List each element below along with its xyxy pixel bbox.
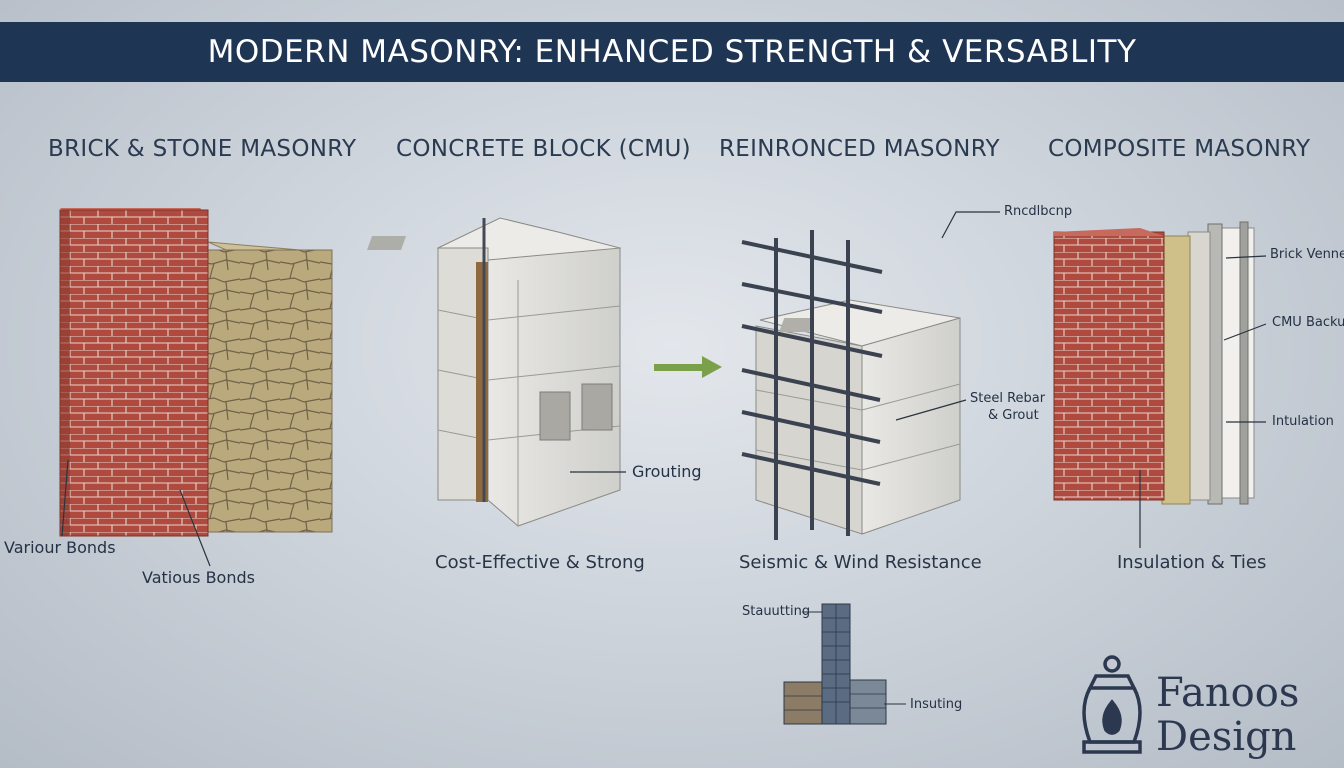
heading-composite: COMPOSITE MASONRY	[1048, 136, 1311, 162]
label-grout: & Grout	[988, 408, 1039, 423]
label-brick-veneer: Brick Venne	[1270, 247, 1344, 262]
rebar-grid	[741, 230, 883, 540]
label-reinforcement: Rncdlbcnp	[1004, 204, 1073, 219]
lantern-icon	[1082, 655, 1142, 754]
heading-reinforced: REINRONCED MASONRY	[719, 136, 1000, 162]
title-banner: MODERN MASONRY: ENHANCED STRENGTH & VERS…	[0, 22, 1344, 82]
label-building-bottom: Insuting	[910, 697, 963, 712]
label-various-bonds-1: Variour Bonds	[4, 538, 116, 557]
caption-composite: Insulation & Ties	[1117, 552, 1267, 573]
label-steel-rebar: Steel Rebar	[970, 391, 1046, 406]
building-illustration	[783, 603, 887, 725]
cmu-stack	[367, 217, 622, 527]
logo-line-2: Design	[1156, 714, 1297, 760]
arrow-right-icon	[654, 356, 722, 378]
heading-concrete-block: CONCRETE BLOCK (CMU)	[396, 136, 691, 162]
leader-bonds-2	[179, 489, 211, 567]
caption-reinforced: Seismic & Wind Resistance	[739, 552, 982, 573]
leader-rebar	[895, 399, 967, 421]
leader-brick-veneer	[1225, 255, 1267, 259]
label-cmu-backup: CMU Backup	[1272, 315, 1344, 330]
composite-wall	[1053, 221, 1255, 505]
leader-reinforcement	[941, 211, 1000, 239]
caption-concrete-block: Cost-Effective & Strong	[435, 552, 645, 573]
leader-bonds-1	[61, 459, 69, 537]
label-grouting: Grouting	[632, 462, 702, 481]
logo-line-1: Fanoos	[1156, 670, 1300, 716]
leader-cmu-backup	[1223, 323, 1267, 341]
brick-wall	[59, 208, 209, 537]
label-insulation: Intulation	[1272, 414, 1334, 429]
label-building-top: Stauutting	[742, 604, 811, 619]
heading-brick-stone: BRICK & STONE MASONRY	[48, 136, 357, 162]
page-title: MODERN MASONRY: ENHANCED STRENGTH & VERS…	[207, 34, 1137, 70]
stone-wall	[207, 241, 333, 533]
label-various-bonds-2: Vatious Bonds	[142, 568, 255, 587]
